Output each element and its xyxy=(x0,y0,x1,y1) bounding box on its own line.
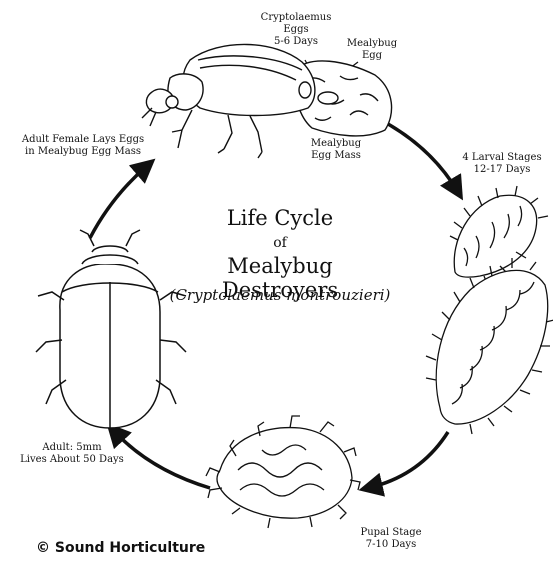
larva-illustration-small xyxy=(450,186,548,286)
label-adult-female-line-1: Adult Female Lays Eggs xyxy=(8,134,158,146)
title-line-1: Life Cycle xyxy=(170,206,390,230)
label-adult-line-1: Adult: 5mm xyxy=(2,442,142,454)
title-line-4-species: (Cryptolaemus montrouzieri) xyxy=(150,286,410,304)
label-cryptolaemus-eggs-line-3: 5-6 Days xyxy=(256,36,336,48)
label-pupal-stage: Pupal Stage 7-10 Days xyxy=(346,527,436,551)
label-mealybug-egg-mass-line-2: Egg Mass xyxy=(296,150,376,162)
label-cryptolaemus-eggs: Cryptolaemus Eggs 5-6 Days xyxy=(256,12,336,48)
label-larval-stages-line-2: 12-17 Days xyxy=(454,164,550,176)
label-mealybug-egg-mass: Mealybug Egg Mass xyxy=(296,138,376,162)
label-larval-stages-line-1: 4 Larval Stages xyxy=(454,152,550,164)
cycle-arrow-larva-to-pupa xyxy=(368,432,448,488)
adult-beetle-illustration xyxy=(36,230,186,428)
label-pupal-stage-line-2: 7-10 Days xyxy=(346,539,436,551)
title-line-2: of xyxy=(170,235,390,251)
copyright-notice: © Sound Horticulture xyxy=(36,540,205,556)
larva-illustration-large xyxy=(426,258,553,434)
label-pupal-stage-line-1: Pupal Stage xyxy=(346,527,436,539)
label-adult-line-2: Lives About 50 Days xyxy=(2,454,142,466)
cycle-arrow-adult-to-female xyxy=(90,165,148,238)
label-larval-stages: 4 Larval Stages 12-17 Days xyxy=(454,152,550,176)
cycle-arrow-eggs-to-larva xyxy=(388,124,458,192)
label-mealybug-egg: Mealybug Egg xyxy=(340,38,404,62)
label-cryptolaemus-eggs-line-2: Eggs xyxy=(256,24,336,36)
label-adult-female-line-2: in Mealybug Egg Mass xyxy=(8,146,158,158)
pupa-illustration xyxy=(206,416,360,528)
label-mealybug-egg-mass-line-1: Mealybug xyxy=(296,138,376,150)
label-cryptolaemus-eggs-line-1: Cryptolaemus xyxy=(256,12,336,24)
label-adult-female: Adult Female Lays Eggs in Mealybug Egg M… xyxy=(8,134,158,158)
label-adult: Adult: 5mm Lives About 50 Days xyxy=(2,442,142,466)
label-mealybug-egg-line-2: Egg xyxy=(340,50,404,62)
label-mealybug-egg-line-1: Mealybug xyxy=(340,38,404,50)
